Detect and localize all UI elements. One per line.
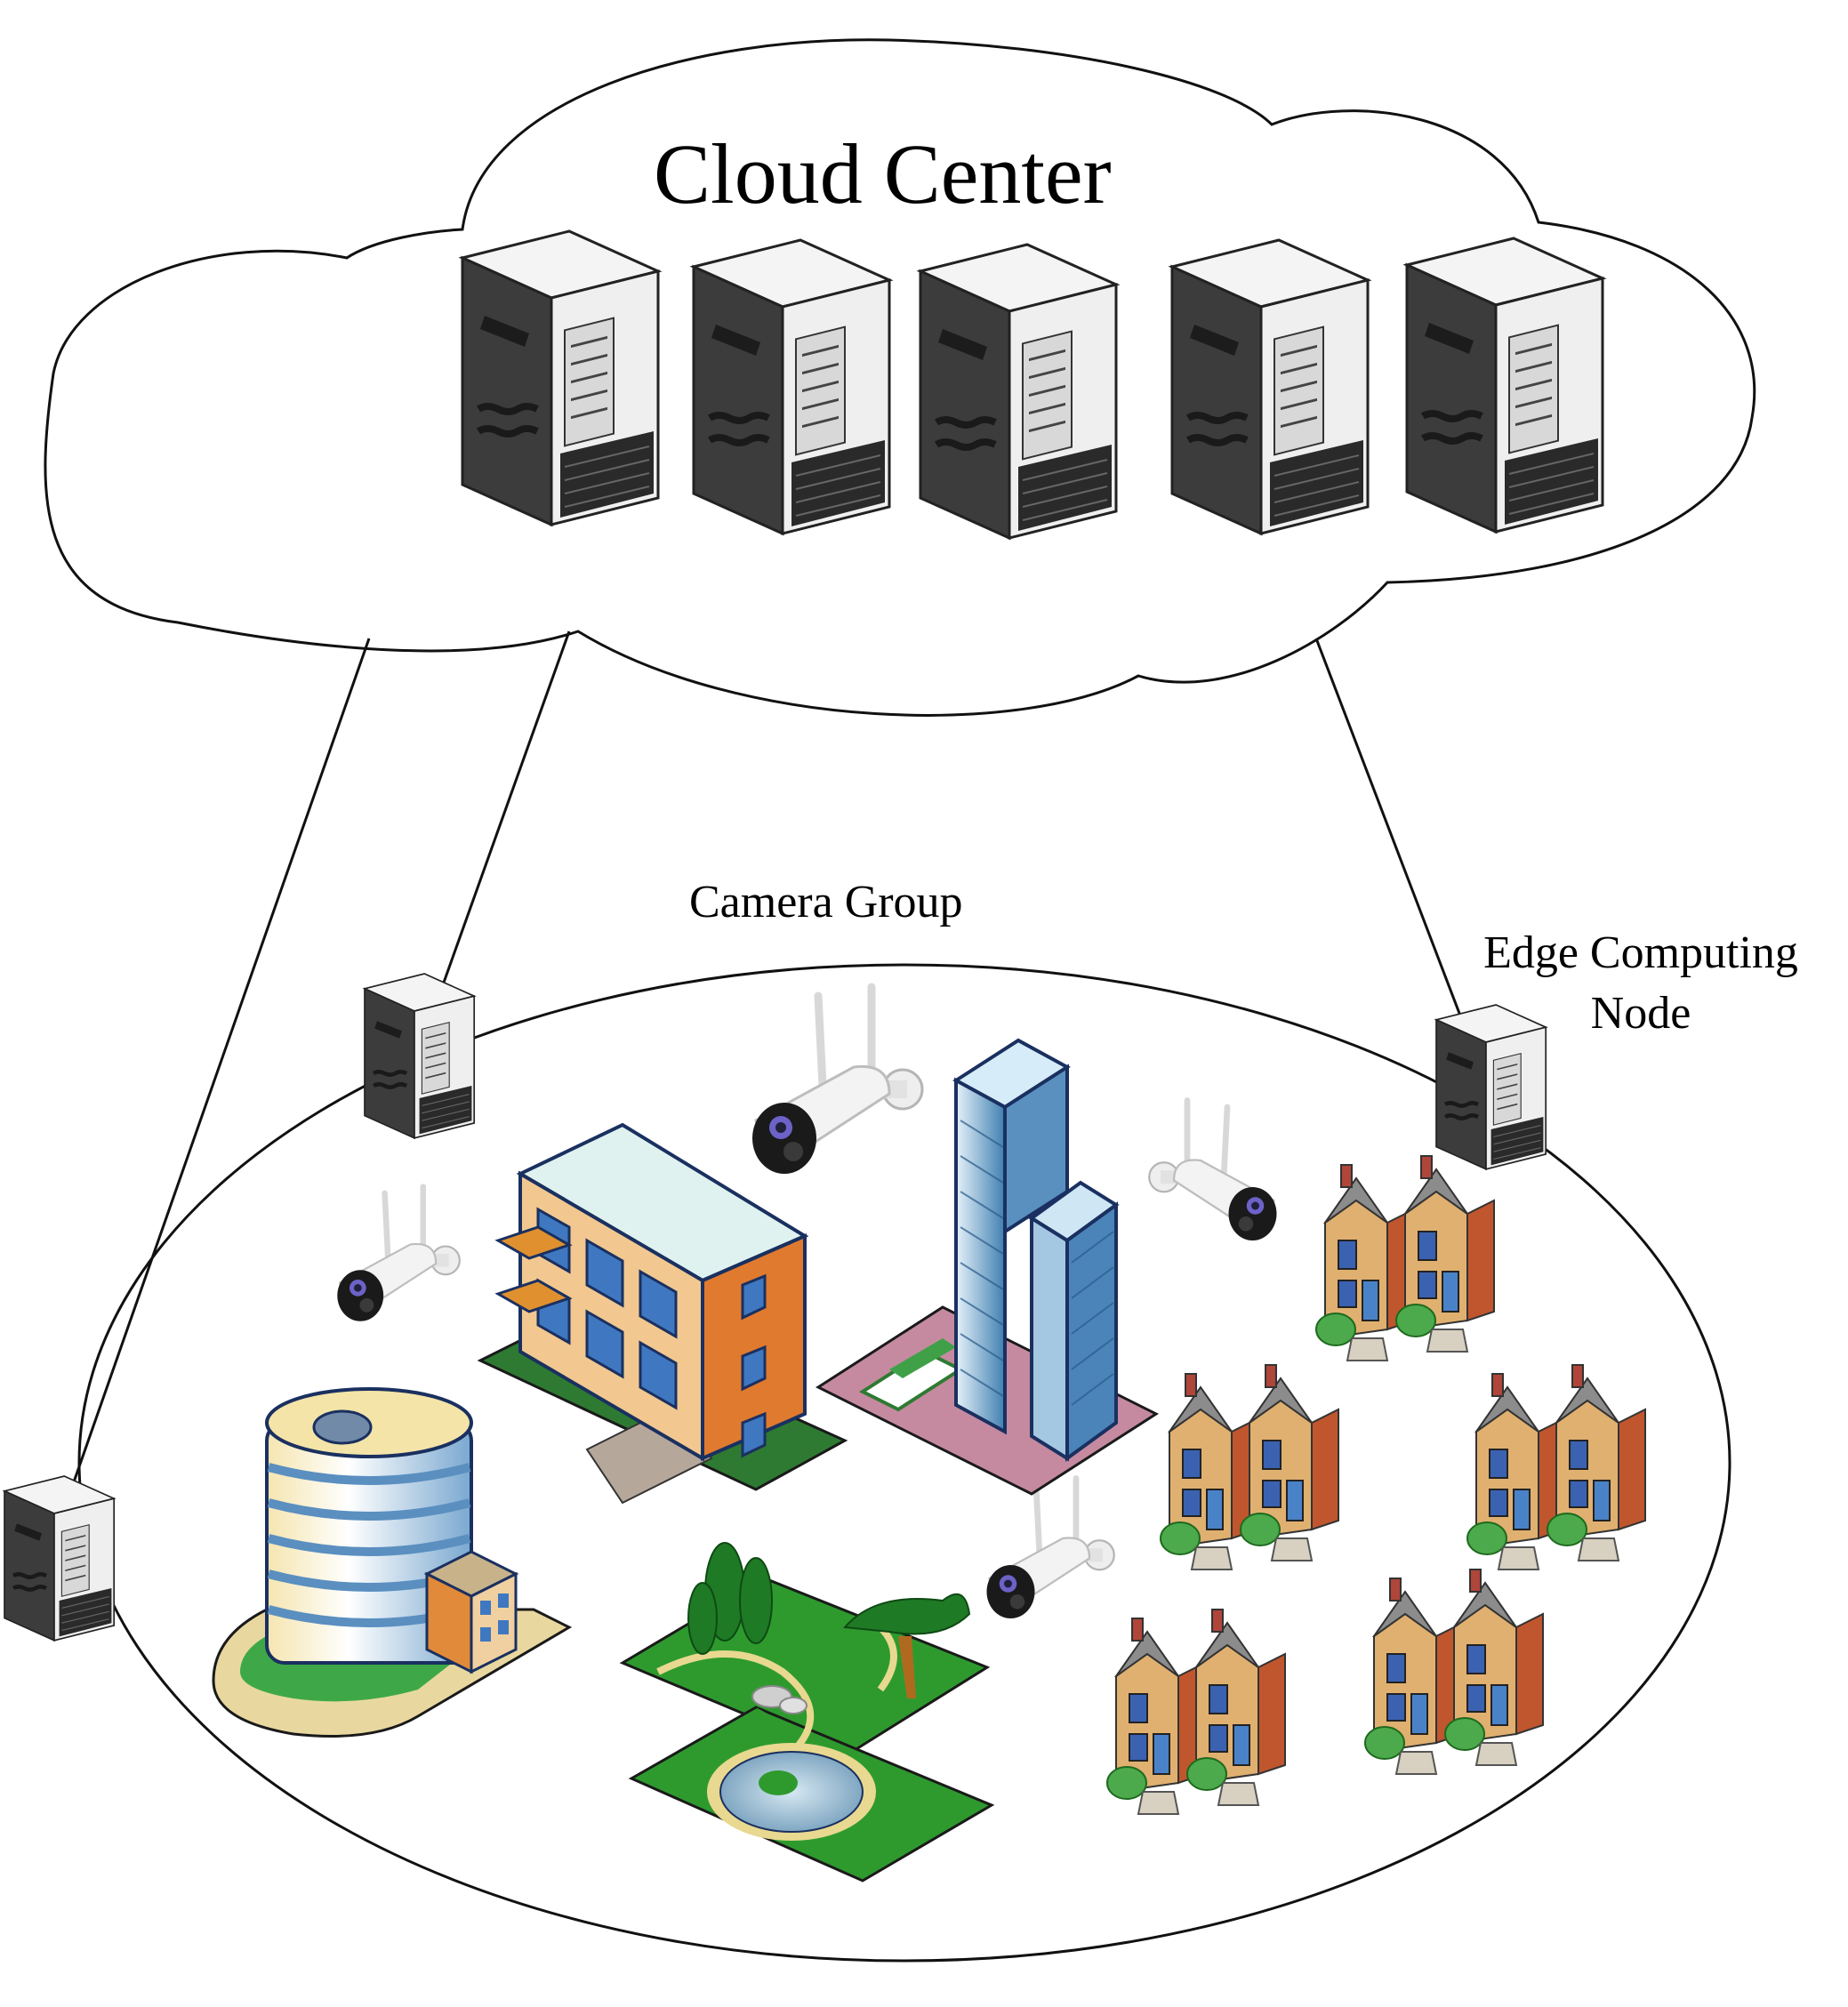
edge-node-label: Edge Computing Node	[1454, 923, 1828, 1044]
cloud-server-icon	[1407, 238, 1603, 532]
townhouse-icon	[1106, 1609, 1286, 1815]
camera-group-label: Camera Group	[689, 877, 963, 927]
townhouse-icon	[1315, 1155, 1495, 1361]
park-icon	[619, 1542, 995, 1883]
round-tower-building-icon	[212, 1387, 573, 1738]
office-building-icon	[477, 1122, 848, 1505]
cloud-server-icon	[462, 231, 658, 525]
cloud-server-icon	[1172, 240, 1368, 534]
connection-lines	[56, 630, 1465, 1529]
edge-node-icon	[365, 974, 474, 1138]
camera-icon	[752, 987, 922, 1174]
edge-node-label-line1: Edge Computing	[1483, 927, 1798, 978]
townhouse-icon	[1364, 1569, 1544, 1775]
townhouse-icon	[1160, 1364, 1339, 1570]
camera-icon	[1149, 1101, 1276, 1241]
cloud-center-shape	[44, 38, 1756, 717]
cloud-center-title: Cloud Center	[654, 126, 1112, 221]
skyscraper-icon	[815, 1038, 1160, 1496]
edge-node-label-line2: Node	[1590, 988, 1691, 1039]
camera-icon	[337, 1187, 460, 1321]
camera-icon	[987, 1479, 1114, 1619]
cloud-server-group	[462, 231, 1603, 538]
cloud-server-icon	[694, 240, 889, 534]
edge-node-icon	[4, 1476, 114, 1641]
cloud-server-icon	[920, 245, 1116, 538]
townhouse-icon	[1466, 1364, 1646, 1570]
